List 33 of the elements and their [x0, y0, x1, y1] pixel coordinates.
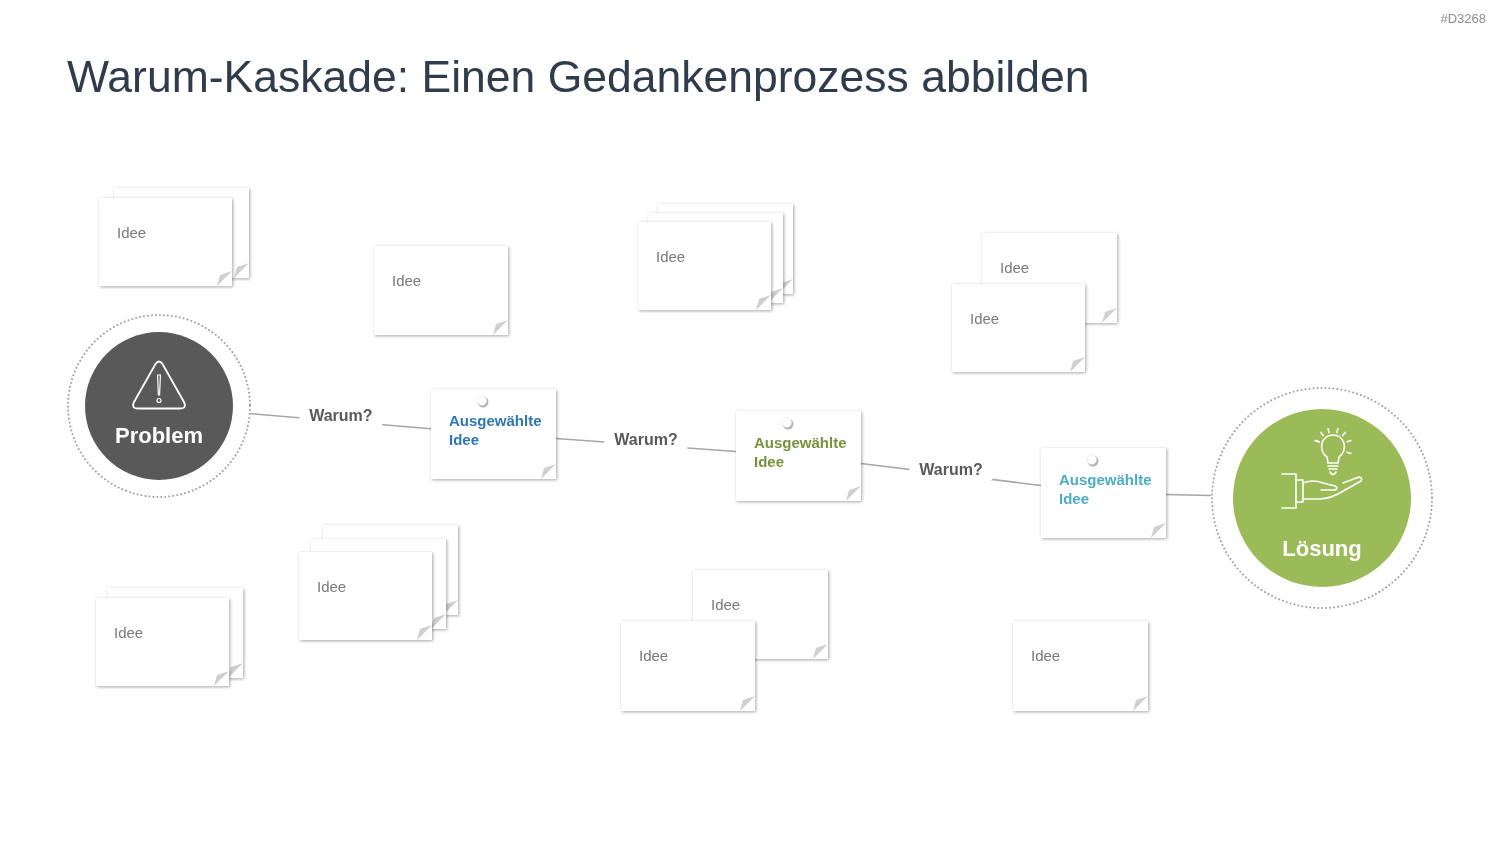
- sticky-note: [431, 389, 556, 479]
- sticky-note: [96, 598, 229, 686]
- note-title: Ausgewählte Idee: [1059, 470, 1153, 508]
- note-text: Idee: [392, 271, 422, 290]
- circle-label: Lösung: [1281, 535, 1363, 563]
- sticky-note: [638, 222, 771, 310]
- sticky-note: [1041, 448, 1166, 538]
- note-text: Idee: [1000, 258, 1030, 277]
- sticky-note: [1013, 621, 1148, 711]
- note-title: Ausgewählte Idee: [449, 411, 543, 449]
- note-text: Idee: [317, 577, 347, 596]
- edge-label: Warum?: [604, 430, 688, 450]
- dotted-ring-circle: [67, 314, 251, 498]
- note-text: Idee: [1031, 646, 1061, 665]
- sticky-note: [374, 246, 508, 335]
- sticky-note: [99, 198, 232, 286]
- note-text: Idee: [656, 247, 686, 266]
- edge-label: Warum?: [299, 406, 383, 427]
- slide-id: #D3268: [1440, 11, 1486, 27]
- dotted-ring-circle: [1211, 387, 1433, 609]
- note-title: Ausgewählte Idee: [754, 433, 848, 471]
- note-text: Idee: [711, 595, 741, 614]
- sticky-note: [621, 621, 755, 711]
- circle-label: Problem: [114, 422, 204, 450]
- note-text: Idee: [970, 309, 1000, 328]
- connector-line: [1165, 493, 1212, 497]
- note-text: Idee: [117, 223, 147, 242]
- note-text: Idee: [114, 623, 144, 642]
- note-text: Idee: [639, 646, 669, 665]
- sticky-note: [952, 284, 1085, 372]
- title: Warum-Kaskade: Einen Gedankenprozess abbilden: [67, 51, 1090, 103]
- sticky-note: [299, 552, 432, 640]
- sticky-note: [736, 411, 861, 501]
